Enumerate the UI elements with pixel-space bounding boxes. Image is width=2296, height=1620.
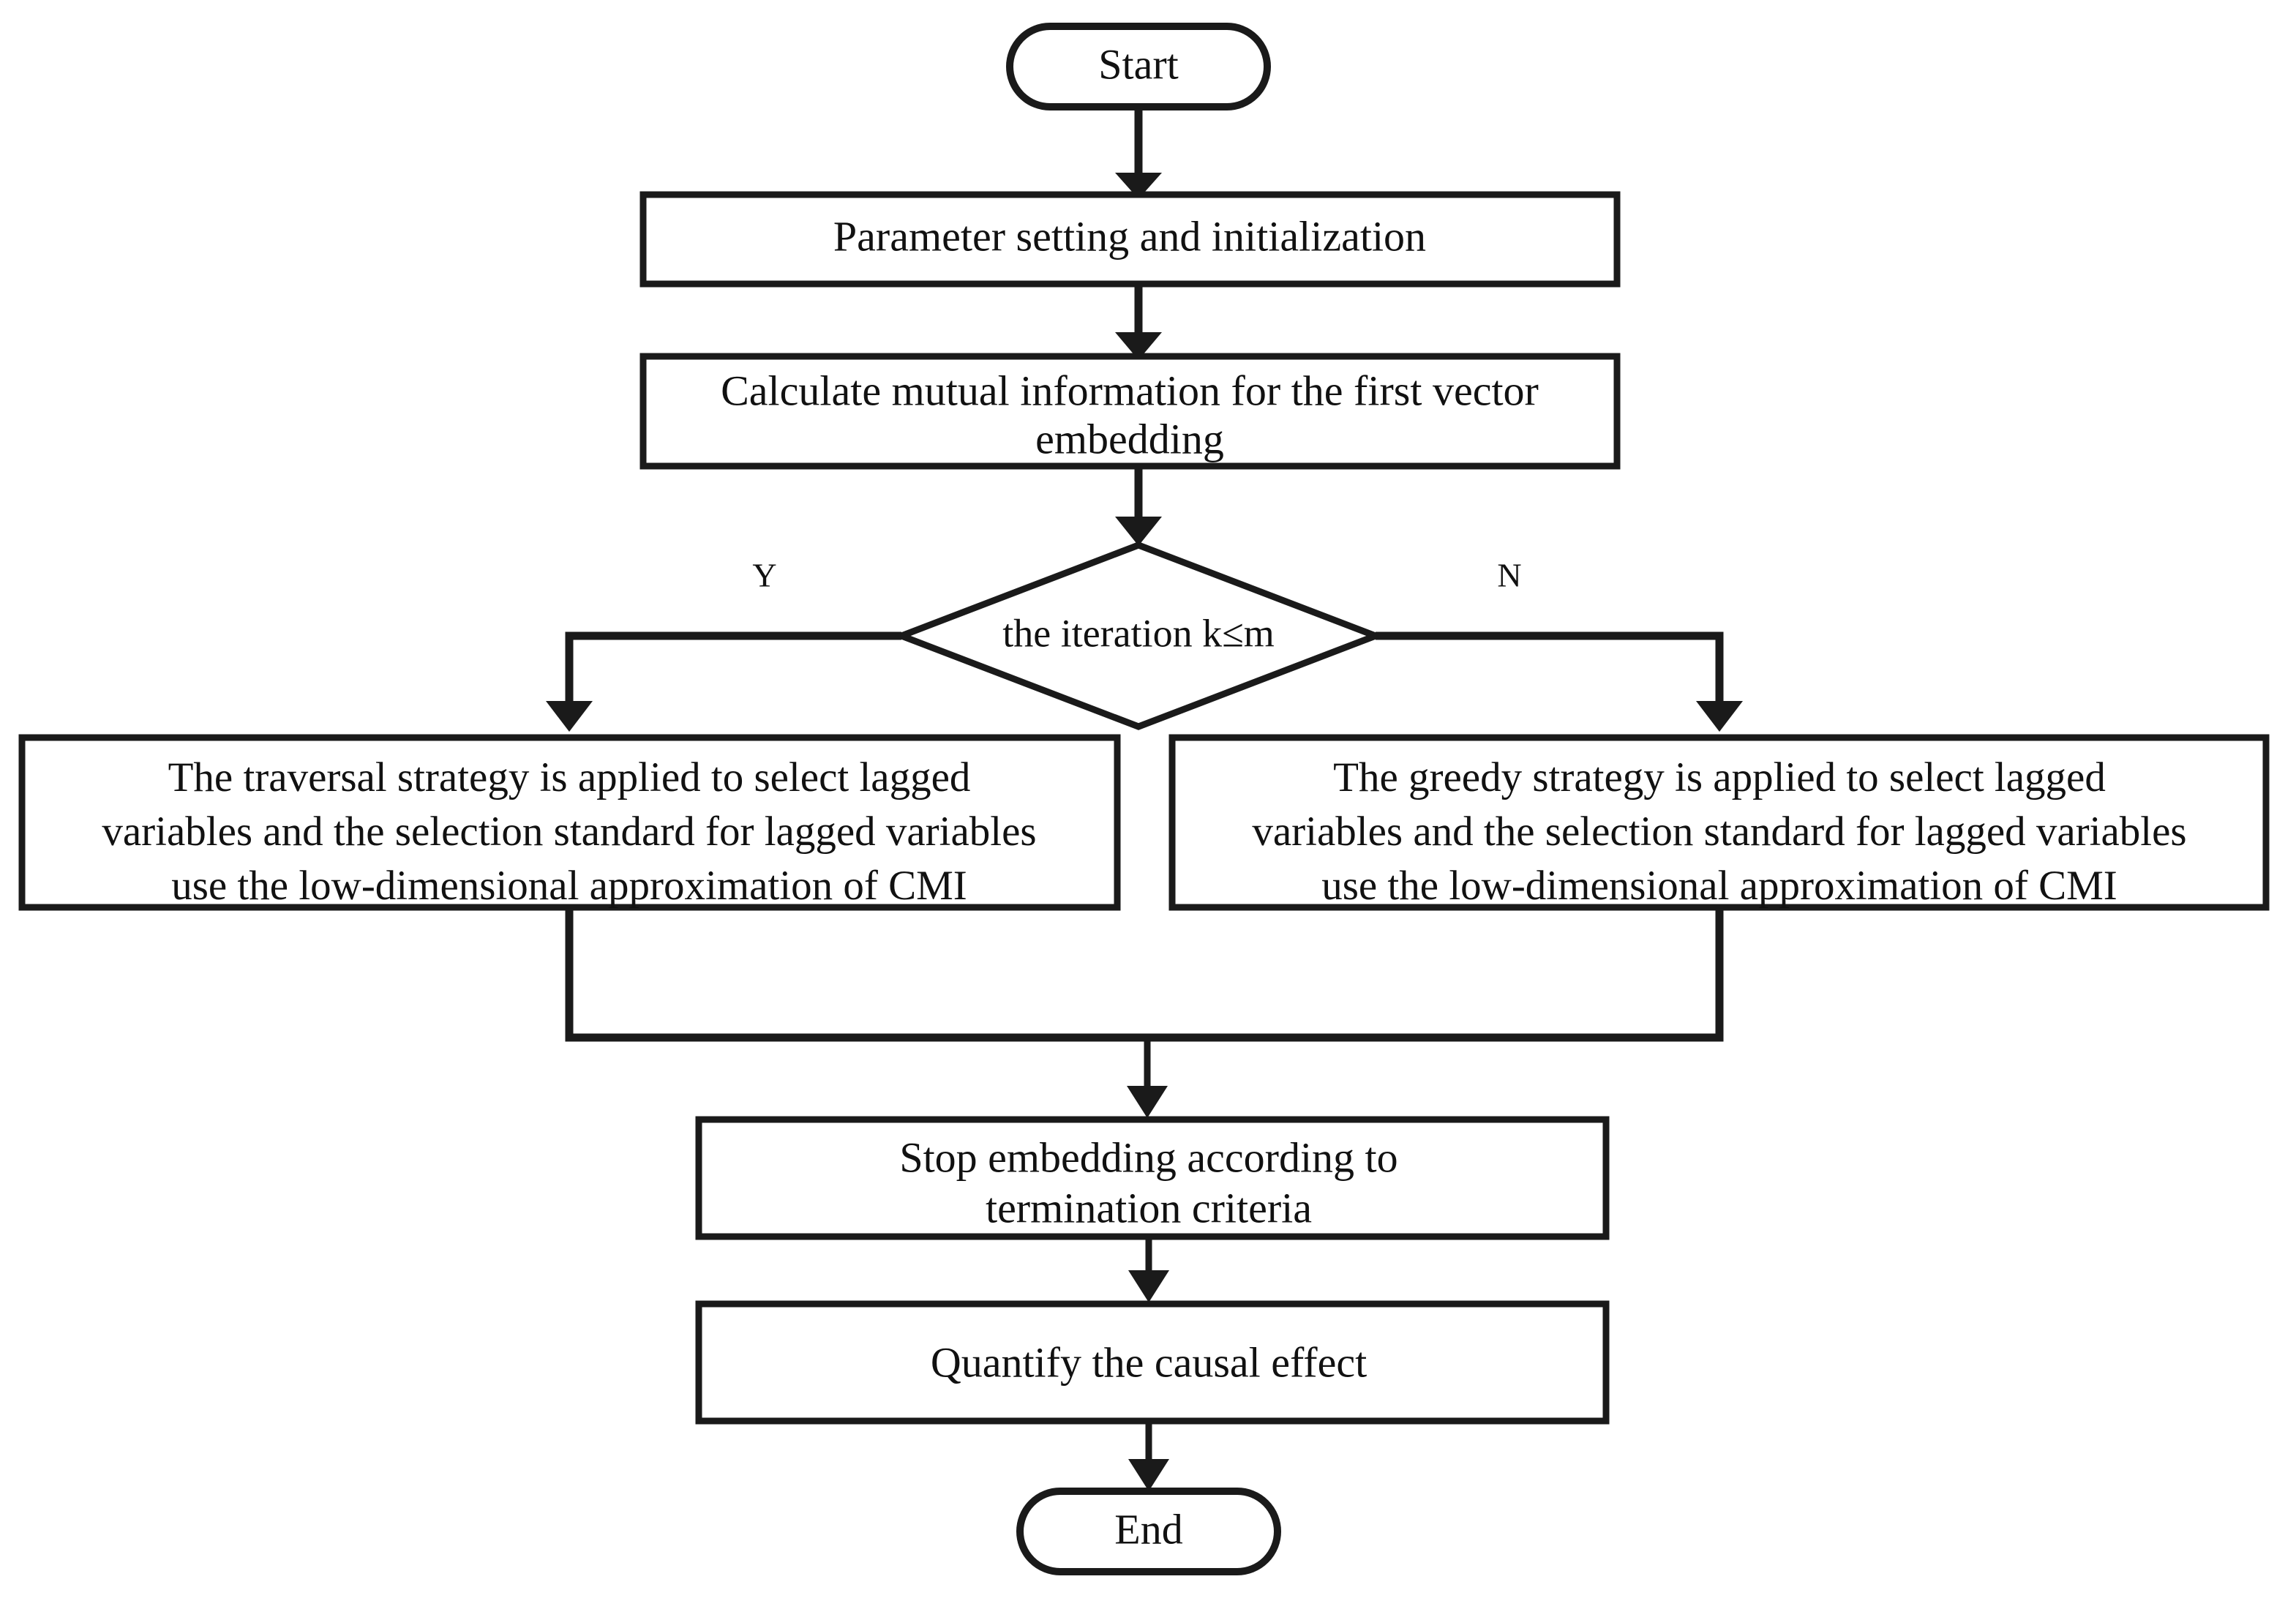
node-calculate-mutual-information[interactable]: Calculate mutual information for the fir…	[639, 353, 1621, 470]
greedy-line1: The greedy strategy is applied to select…	[1333, 754, 2106, 800]
parameter-setting-label: Parameter setting and initialization	[833, 212, 1426, 260]
edge-calc-to-decision	[1115, 466, 1162, 546]
traversal-line1: The traversal strategy is applied to sel…	[168, 754, 971, 800]
edge-quantify-to-end	[1128, 1421, 1169, 1491]
arrow-decision-traversal	[546, 701, 593, 732]
greedy-line2: variables and the selection standard for…	[1252, 809, 2186, 855]
arrow-start-init	[1115, 173, 1162, 199]
node-traversal-strategy[interactable]: The traversal strategy is applied to sel…	[18, 734, 1121, 911]
quantify-shape	[695, 1300, 1610, 1425]
edge-stop-to-quantify	[1128, 1237, 1169, 1302]
stop-embedding-line1: Stop embedding according to	[899, 1133, 1398, 1181]
stop-embedding-line2: termination criteria	[986, 1184, 1312, 1231]
traversal-strategy-shape	[18, 734, 1121, 911]
end-shape	[1016, 1488, 1281, 1575]
calculate-mi-line1: Calculate mutual information for the fir…	[721, 367, 1539, 414]
arrow-decision-greedy	[1696, 701, 1743, 732]
arrow-init-calc	[1115, 332, 1162, 360]
arrow-calc-decision	[1115, 517, 1162, 546]
edge-label-no: N	[1497, 557, 1521, 594]
edge-label-yes: Y	[752, 557, 776, 594]
greedy-strategy-shape	[1168, 734, 2270, 911]
arrow-merge-stop	[1127, 1086, 1168, 1118]
arrow-quantify-end	[1128, 1459, 1169, 1491]
arrow-stop-quantify	[1128, 1270, 1169, 1302]
edge-start-to-init	[1115, 107, 1162, 199]
edge-init-to-calc	[1115, 284, 1162, 360]
parameter-setting-shape	[639, 191, 1621, 288]
node-greedy-strategy[interactable]: The greedy strategy is applied to select…	[1168, 734, 2270, 911]
traversal-line2: variables and the selection standard for…	[102, 809, 1036, 855]
node-start[interactable]: Start	[1006, 23, 1271, 110]
node-end[interactable]: End	[1016, 1488, 1281, 1575]
calculate-mi-line2: embedding	[1035, 415, 1224, 462]
node-stop-embedding[interactable]: Stop embedding according to termination …	[695, 1116, 1610, 1240]
node-parameter-setting[interactable]: Parameter setting and initialization	[639, 191, 1621, 288]
start-label: Start	[1098, 40, 1179, 88]
traversal-line3: use the low-dimensional approximation of…	[171, 863, 967, 909]
quantify-label: Quantify the causal effect	[931, 1338, 1367, 1386]
stop-embedding-shape	[695, 1116, 1610, 1240]
end-label: End	[1114, 1505, 1182, 1553]
node-quantify-causal-effect[interactable]: Quantify the causal effect	[695, 1300, 1610, 1425]
edge-decision-no	[1376, 631, 1743, 732]
greedy-line3: use the low-dimensional approximation of…	[1321, 863, 2117, 909]
decision-label: the iteration k≤m	[1002, 611, 1275, 655]
decision-shape	[892, 541, 1385, 730]
edge-merge-to-stop-embedding	[565, 907, 1724, 1118]
calculate-mi-shape	[639, 353, 1621, 470]
node-decision-iteration[interactable]: the iteration k≤m	[892, 541, 1385, 730]
edge-decision-yes	[546, 631, 901, 732]
